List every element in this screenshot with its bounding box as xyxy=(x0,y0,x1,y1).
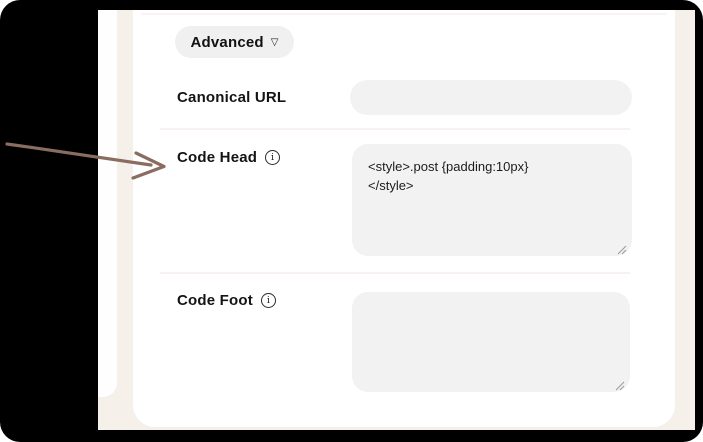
resize-handle-icon[interactable] xyxy=(615,378,625,391)
row-divider xyxy=(160,272,630,274)
code-foot-field xyxy=(352,292,630,392)
left-panel-edge xyxy=(98,10,117,397)
code-foot-label: Code Foot i xyxy=(177,292,276,309)
code-head-label: Code Head i xyxy=(177,149,281,166)
advanced-toggle-label: Advanced xyxy=(190,33,264,51)
card-top-divider xyxy=(141,13,667,15)
row-divider xyxy=(160,128,630,130)
info-icon[interactable]: i xyxy=(265,150,281,165)
code-head-label-text: Code Head xyxy=(177,149,258,166)
code-foot-label-text: Code Foot xyxy=(177,292,253,309)
code-foot-textarea[interactable] xyxy=(352,292,630,392)
code-head-field: <style>.post {padding:10px} </style> xyxy=(352,144,632,256)
canonical-url-label-text: Canonical URL xyxy=(177,89,287,106)
code-head-textarea[interactable]: <style>.post {padding:10px} </style> xyxy=(352,144,632,256)
chevron-down-icon: ▽ xyxy=(270,37,279,48)
advanced-toggle-button[interactable]: Advanced ▽ xyxy=(175,26,294,58)
canonical-url-input[interactable] xyxy=(350,80,632,115)
resize-handle-icon[interactable] xyxy=(617,242,627,255)
canonical-url-label: Canonical URL xyxy=(177,89,286,106)
info-icon[interactable]: i xyxy=(260,293,276,308)
advanced-settings-card: Advanced ▽ Canonical URL Code Head i <st… xyxy=(133,10,675,427)
